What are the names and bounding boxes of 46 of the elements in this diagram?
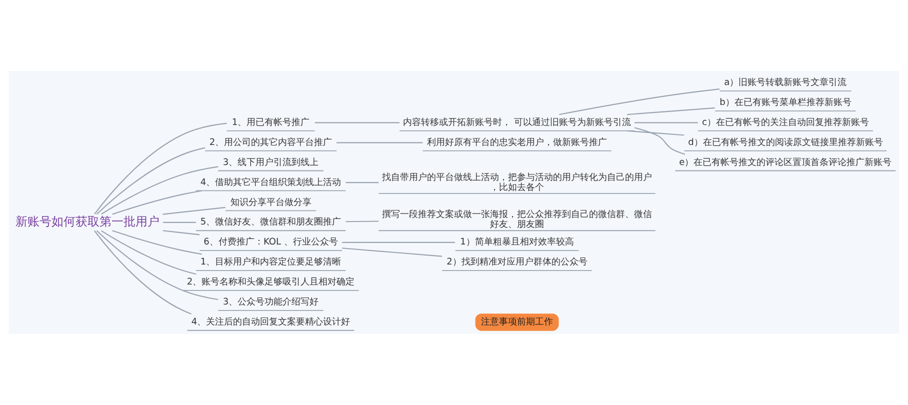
node-text: 5、微信好友、微信群和朋友圈推广	[200, 218, 342, 228]
node-text: 内容转移或开拓新账号时， 可以通过旧账号为新账号引流	[403, 118, 631, 128]
connector	[559, 88, 720, 116]
node-text: 2）找到精准对应用户群体的公众号	[446, 258, 588, 268]
node-text: 1）简单粗暴且相对效率较高	[460, 238, 574, 248]
node-text: 知识分享平台做分享	[230, 198, 312, 208]
node-text: b）在已有账号菜单栏推荐新账号	[720, 98, 852, 108]
node-text: 3、线下用户引流到线上	[222, 158, 319, 168]
connector	[634, 127, 686, 155]
node-text: 2、用公司的其它内容平台推广	[209, 138, 332, 148]
connector	[96, 230, 218, 300]
node-text: 找自带用户的平台做线上活动，把参与活动的用户转化为自己的用户，比如去各个	[382, 172, 652, 193]
connector	[346, 220, 379, 222]
node-text: 利用好原有平台的忠实老用户，做新账号推广	[427, 138, 608, 148]
node-text: 撰写一段推荐文案或做一张海报，把公众推荐到自己的微信群、微信好友、朋友圈	[382, 210, 652, 230]
node-text: d）在已有帐号推文的阅读原文链接里推荐新账号	[688, 138, 883, 148]
connector	[112, 230, 202, 255]
connector	[162, 206, 226, 215]
connector	[101, 230, 196, 275]
connector	[94, 122, 227, 214]
connector	[627, 130, 684, 136]
connector	[627, 107, 715, 116]
node-text: 1、目标用户和内容定位要足够清晰	[200, 258, 342, 268]
connector	[342, 242, 455, 243]
connector	[314, 122, 400, 124]
connector	[346, 182, 379, 184]
connector	[94, 230, 192, 314]
connector	[342, 248, 442, 257]
connector	[163, 222, 196, 223]
connector	[112, 190, 202, 215]
node-text: 3、公众号功能介绍写好	[222, 298, 319, 308]
node-text: c）在已有帐号的关注自动回复推荐新账号	[702, 118, 869, 128]
connector	[634, 122, 698, 124]
node-text: e）在已有帐号推文的评论区置顶首条评论推广新账号	[679, 158, 892, 168]
connector	[96, 147, 206, 215]
node-text: 2、账号名称和头像足够吸引人且相对确定	[186, 278, 355, 288]
connector	[336, 142, 423, 144]
node-text: 4、关注后的自动回复文案要精心设计好	[191, 317, 350, 328]
node-text: a）旧账号转载新账号文章引流	[724, 78, 847, 88]
node-text: 1、用已有帐号推广	[232, 118, 310, 128]
node-text: 4、借助其它平台组织策划线上活动	[200, 178, 342, 188]
node-text: 6、付费推广：KOL 、行业公众号	[204, 238, 338, 248]
node-text: 新账号如何获取第一批用户	[16, 214, 160, 229]
connector	[162, 230, 200, 236]
node-box: 注意事项前期工作	[475, 314, 559, 331]
connector	[101, 166, 218, 215]
